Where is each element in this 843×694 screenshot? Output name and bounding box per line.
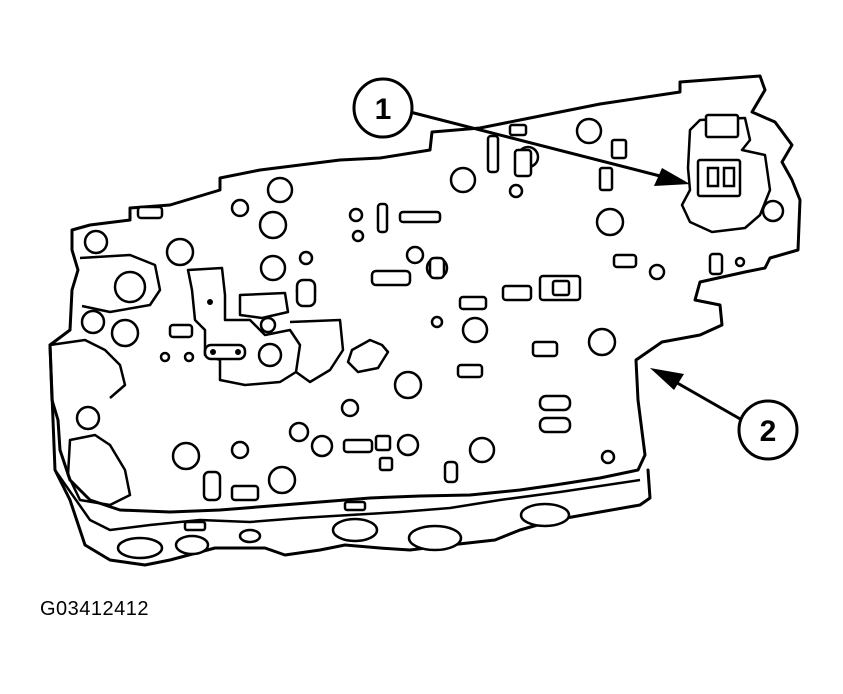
callout-2-arrowhead [650,368,684,390]
lower-port [519,502,571,528]
linkage-pin [235,349,241,355]
solenoid-bracket [680,116,772,234]
lower-port [174,534,210,556]
left-cutout [66,433,132,507]
linkage-guard [289,318,345,384]
lower-port [331,517,379,543]
linkage-plate [186,266,302,387]
linkage-pivot [257,342,283,368]
callout-2-leader [671,378,743,422]
figure-id: G03412412 [40,598,150,620]
left-bracket [79,253,162,314]
lower-port [116,536,164,560]
callout-1-arrowhead [654,168,690,186]
callout-1-leader [409,110,661,178]
callout-1-label: 1 [375,93,392,126]
valve-body-slots [136,123,724,532]
linkage-pin [210,349,216,355]
lower-port [407,524,463,552]
callout-2-circle [737,399,799,461]
callout-2-label: 2 [760,415,777,448]
callout-2: 2 [650,368,799,461]
lower-port [238,528,262,544]
solenoid-terminal [722,166,736,188]
linkage-arm [238,291,290,320]
droplet-opening [346,338,390,374]
solenoid-terminal [706,166,720,188]
valve-body-outline [48,74,802,514]
lower-face-edge [53,469,641,532]
valve-body-lower-face [48,343,652,567]
linkage-link [203,343,247,361]
solenoid-connector [704,113,740,139]
callout-1: 1 [352,77,690,186]
callout-1-circle [352,77,414,139]
linkage-pin [207,299,213,305]
linkage-pivot [259,316,277,334]
bracket-bolt [761,199,785,223]
left-step [49,338,127,399]
